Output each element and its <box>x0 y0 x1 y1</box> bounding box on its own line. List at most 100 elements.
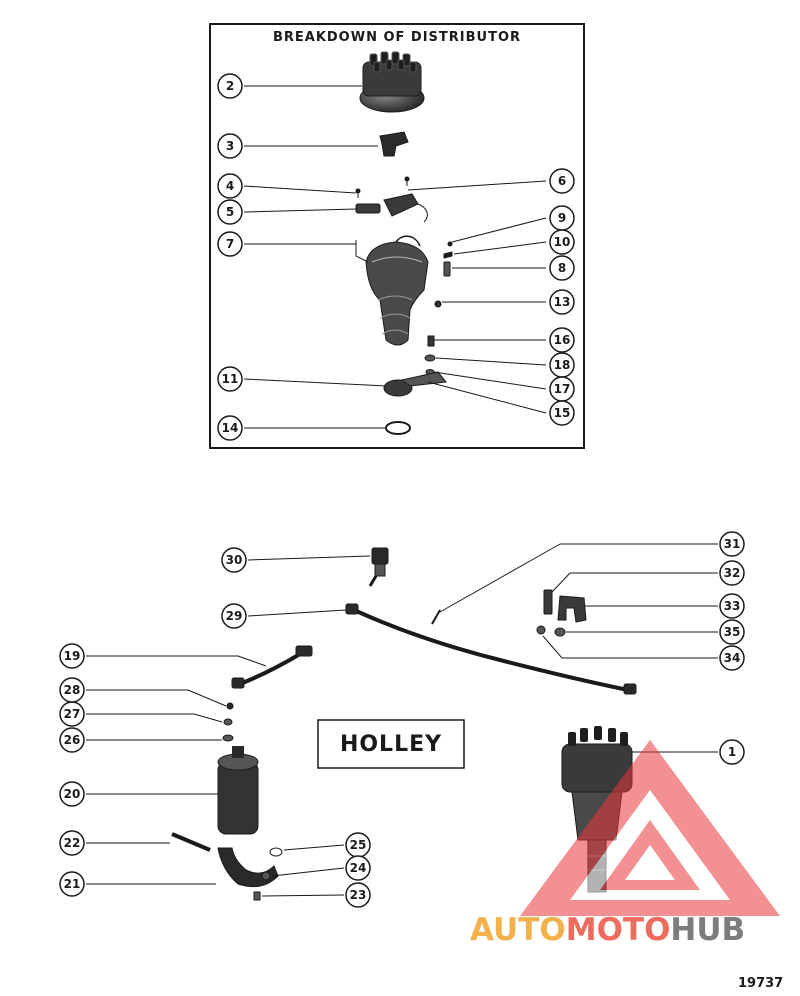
nut-and-screw-part <box>536 625 566 637</box>
watermark-part-1: AUTO <box>470 912 566 948</box>
small-screws-part <box>355 176 410 198</box>
leader-line-27b <box>193 713 223 723</box>
rotor-part <box>379 131 409 157</box>
callout-22: 22 <box>64 836 81 850</box>
callout-14: 14 <box>222 421 239 435</box>
callout-1-circle <box>719 739 745 765</box>
callout-11: 11 <box>222 372 239 386</box>
leader-line-34b <box>542 635 563 659</box>
breakdown-inset-frame <box>209 23 585 449</box>
callout-16: 16 <box>554 333 571 347</box>
callout-16-circle <box>549 327 575 353</box>
figure-number: 19737 <box>738 976 784 991</box>
callout-2: 2 <box>226 79 234 93</box>
callout-20-circle <box>59 781 85 807</box>
callout-25: 25 <box>350 838 367 852</box>
callout-32-circle <box>719 560 745 586</box>
callout-10: 10 <box>554 235 571 249</box>
leader-line-15 <box>427 381 547 414</box>
leader-line-11 <box>243 378 387 387</box>
distributor-cap-part <box>359 51 425 113</box>
callout-9: 9 <box>558 211 566 225</box>
callout-18: 18 <box>554 358 571 372</box>
callout-27: 27 <box>64 707 81 721</box>
inset-title: BREAKDOWN OF DISTRIBUTOR <box>272 30 522 45</box>
leader-line-9 <box>451 217 547 243</box>
leader-line-17 <box>433 371 547 390</box>
distributor-housing-part <box>355 235 429 346</box>
leader-line-23 <box>261 894 345 897</box>
bracket-fasteners-part <box>253 847 283 901</box>
callout-7: 7 <box>226 237 234 251</box>
callout-27-circle <box>59 701 85 727</box>
callout-23: 23 <box>350 888 367 902</box>
callout-1: 1 <box>728 745 736 759</box>
callout-24-circle <box>345 855 371 881</box>
leader-line-29 <box>247 609 347 617</box>
callout-4-circle <box>217 173 243 199</box>
callout-15: 15 <box>554 406 571 420</box>
callout-29: 29 <box>226 609 243 623</box>
watermark-logo-icon <box>520 740 780 916</box>
holley-label-box <box>317 719 465 769</box>
primary-wire-part <box>231 645 313 689</box>
leader-line-10 <box>453 241 547 255</box>
callout-26: 26 <box>64 733 81 747</box>
callout-17: 17 <box>554 382 571 396</box>
callout-13: 13 <box>554 295 571 309</box>
leader-line-28b <box>187 689 227 707</box>
callout-8-circle <box>549 255 575 281</box>
callout-4: 4 <box>226 179 234 193</box>
callout-30-circle <box>221 547 247 573</box>
watermark-part-3: HUB <box>670 912 746 948</box>
advance-mechanism-part <box>383 371 447 397</box>
callout-22-circle <box>59 830 85 856</box>
coil-hardware-part <box>222 702 234 742</box>
leader-line-31b <box>439 543 561 613</box>
callout-34: 34 <box>724 651 741 665</box>
callout-35-circle <box>719 619 745 645</box>
callout-24: 24 <box>350 861 367 875</box>
holley-label: HOLLEY <box>339 731 443 757</box>
bracket-part <box>543 589 587 623</box>
callout-30: 30 <box>226 553 243 567</box>
leader-line-18 <box>435 357 547 366</box>
leader-line-19b <box>237 655 267 667</box>
sending-unit-part <box>368 547 389 587</box>
callout-5: 5 <box>226 205 234 219</box>
callout-19-circle <box>59 643 85 669</box>
callout-35: 35 <box>724 625 741 639</box>
leader-line-25 <box>283 844 345 851</box>
callout-3-circle <box>217 133 243 159</box>
leader-line-5 <box>243 208 357 213</box>
callout-26-circle <box>59 727 85 753</box>
ignition-coil-part <box>217 746 259 835</box>
coil-wire-part <box>345 603 637 695</box>
watermark-part-2: MOTO <box>565 912 671 948</box>
leader-line-6 <box>407 180 547 191</box>
callout-23-circle <box>345 882 371 908</box>
callout-8: 8 <box>558 261 566 275</box>
callout-5-circle <box>217 199 243 225</box>
breaker-plate-part <box>355 193 428 223</box>
callout-19: 19 <box>64 649 81 663</box>
callout-11-circle <box>217 366 243 392</box>
leader-line-32b <box>551 572 571 593</box>
o-ring-part <box>385 421 411 435</box>
callout-33-circle <box>719 593 745 619</box>
callout-21-circle <box>59 871 85 897</box>
leader-line-30 <box>247 555 371 561</box>
lead-wire-part <box>431 609 441 625</box>
leader-line-24 <box>271 867 345 877</box>
mounting-bolt-part <box>171 832 211 852</box>
callout-7-circle <box>217 231 243 257</box>
callout-31: 31 <box>724 537 741 551</box>
callout-14-circle <box>217 415 243 441</box>
callout-31-circle <box>719 531 745 557</box>
coil-bracket-part <box>217 847 279 888</box>
callout-20: 20 <box>64 787 81 801</box>
callout-6-circle <box>549 168 575 194</box>
callout-2-circle <box>217 73 243 99</box>
inset-small-hardware <box>424 241 453 375</box>
callout-3: 3 <box>226 139 234 153</box>
